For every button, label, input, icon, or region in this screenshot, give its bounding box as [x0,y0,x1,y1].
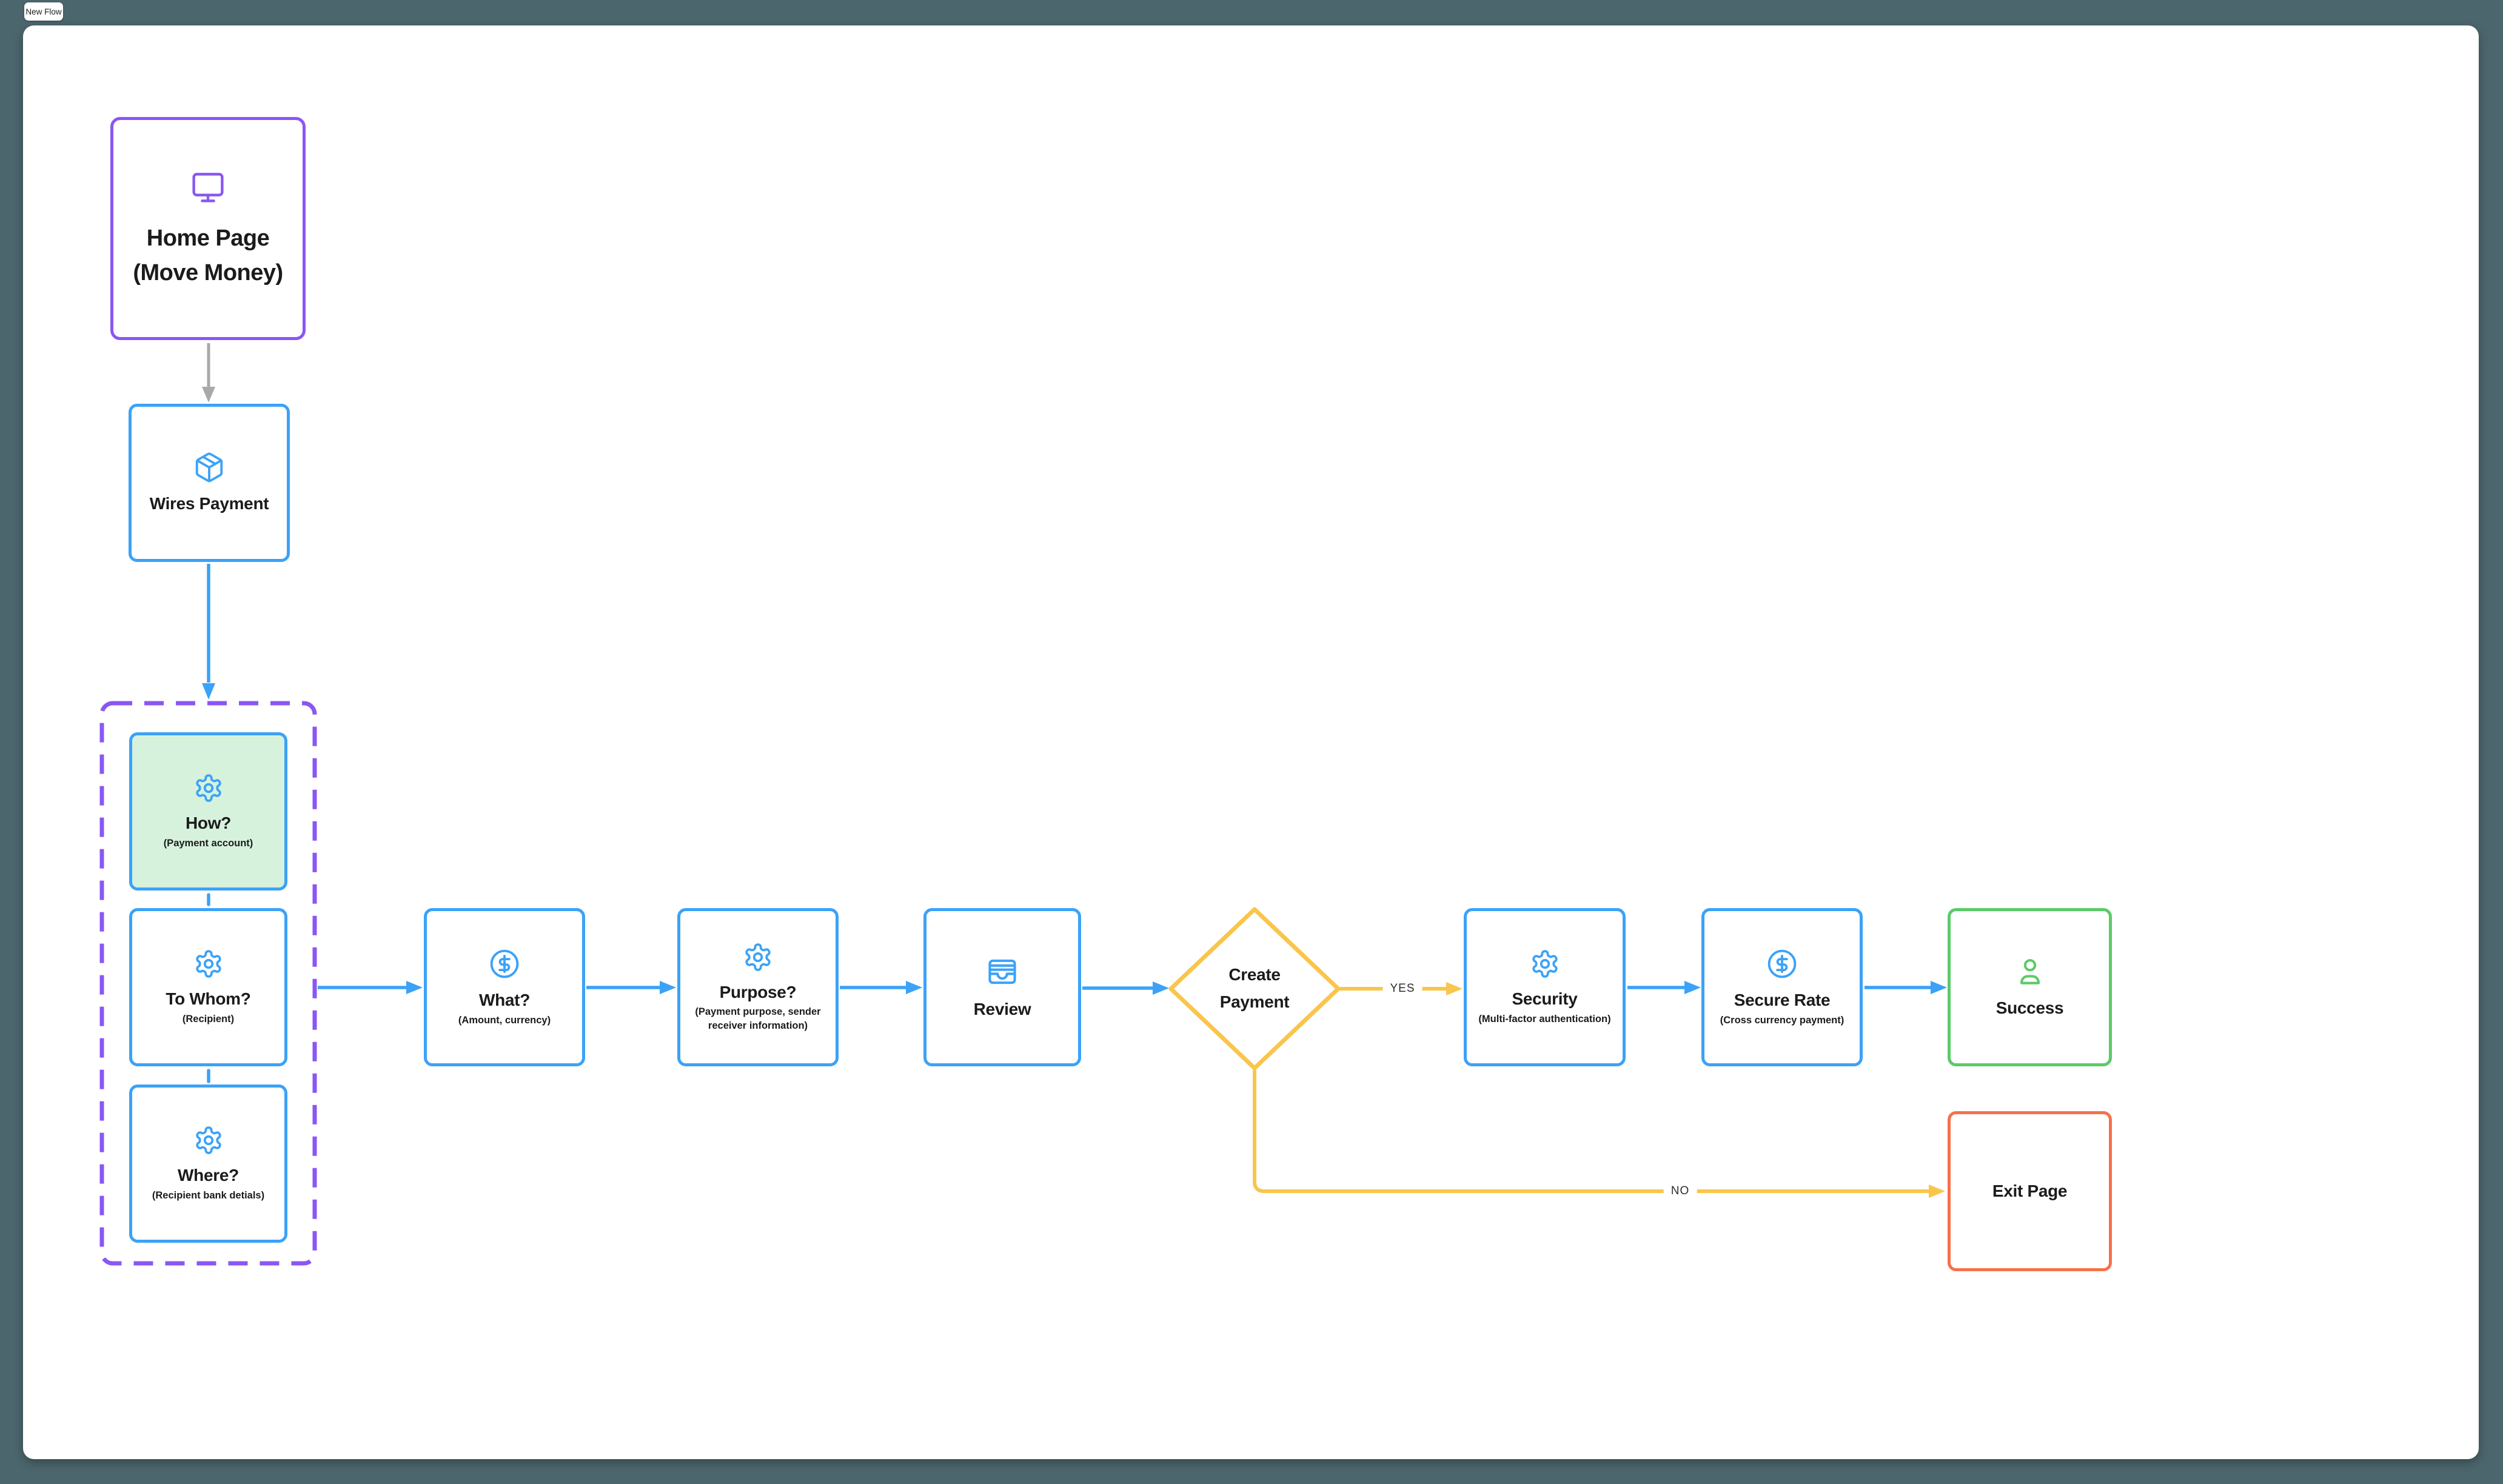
node-security[interactable]: Security (Multi-factor authentication) [1464,908,1626,1066]
node-title: What? [478,991,531,1010]
node-review[interactable]: Review [923,908,1081,1066]
node-subtitle: (Recipient bank detials) [152,1189,265,1201]
gear-icon [195,1126,221,1154]
edge-securerate-to-success [1865,981,1947,994]
node-purpose[interactable]: Purpose? (Payment purpose, sender receiv… [677,908,839,1066]
node-subtitle-line2: receiver information) [708,1020,808,1031]
edge-no-to-exit [1253,1070,1945,1198]
node-wires-payment[interactable]: Wires Payment [129,404,290,562]
node-secure-rate[interactable]: Secure Rate (Cross currency payment) [1701,908,1863,1066]
node-title: Where? [178,1166,239,1185]
edge-wires-to-group [202,564,215,700]
node-title: To Whom? [166,989,251,1009]
node-home-page[interactable]: Home Page (Move Money) [110,117,306,340]
gear-icon [1532,950,1558,978]
node-title: Review [973,999,1031,1018]
node-title: Wires Payment [149,493,269,513]
node-subtitle: (Payment account) [163,837,253,849]
node-title: Success [1995,998,2064,1017]
edge-purpose-to-review [840,981,922,994]
node-subtitle: (Amount, currency) [458,1014,551,1026]
node-title: Exit Page [1992,1181,2068,1200]
node-subtitle: (Recipient) [182,1013,235,1024]
node-where[interactable]: Where? (Recipient bank detials) [129,1085,287,1243]
wallet-icon [988,959,1016,984]
node-success[interactable]: Success [1948,908,2112,1066]
gear-icon [745,943,771,971]
node-title: Create Payment [1219,965,1290,1011]
monitor-icon [192,173,224,202]
node-create-payment[interactable]: Create Payment [1171,909,1338,1068]
edge-group-to-what [318,981,423,994]
edge-label-yes: YES [1382,981,1422,997]
node-title: Security [1512,989,1578,1009]
gear-icon [195,774,221,802]
gear-icon [195,950,221,978]
new-flow-tab[interactable]: New Flow [24,2,63,21]
user-icon [2020,958,2040,984]
node-title: How? [185,814,231,833]
node-how[interactable]: How? (Payment account) [129,732,287,891]
edge-what-to-purpose [586,981,676,994]
edge-home-to-wires [202,343,215,403]
node-to-whom[interactable]: To Whom? (Recipient) [129,908,287,1066]
create-payment-diamond-shape [1168,907,1341,1071]
edge-security-to-securerate [1627,981,1701,994]
node-title: Secure Rate [1734,991,1831,1010]
edge-label-no: NO [1663,1183,1697,1199]
node-subtitle: (Cross currency payment) [1720,1014,1845,1026]
node-title: Home Page [146,226,270,251]
new-flow-tab-label: New Flow [25,7,62,16]
node-what[interactable]: What? (Amount, currency) [424,908,585,1066]
package-icon [195,452,223,483]
edge-review-to-createpayment [1082,981,1169,995]
node-subtitle: (Multi-factor authentication) [1478,1013,1611,1024]
node-subtitle: (Move Money) [133,260,283,286]
dollar-circle-icon [490,949,519,978]
node-subtitle-line1: (Payment purpose, sender [695,1006,821,1018]
dollar-circle-icon [1768,949,1797,978]
node-title: Purpose? [719,983,797,1002]
node-exit-page[interactable]: Exit Page [1948,1111,2112,1271]
group-dashed-border [99,701,317,1266]
